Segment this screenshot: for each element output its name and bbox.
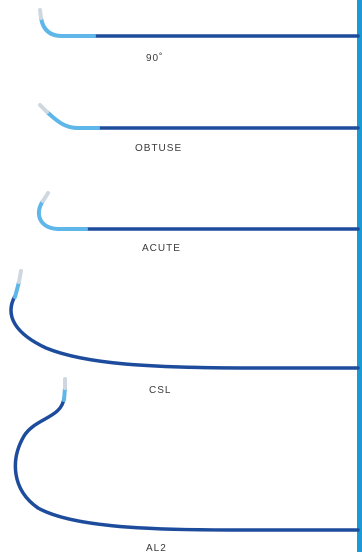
catheter-al2-tip [62,386,67,402]
catheter-csl-tip-end [17,269,23,284]
catheter-obtuse-tip-end [38,103,49,114]
catheter-90 [38,8,360,38]
label-90: 90˚ [146,53,164,64]
catheter-acute [36,191,360,231]
catheter-csl [9,269,360,370]
catheter-al2 [13,377,360,532]
accent-bar [357,0,362,552]
catheter-acute-tip-end [41,191,50,203]
catheter-obtuse [38,103,360,130]
label-acute: ACUTE [142,243,181,254]
catheter-acute-tip [36,199,88,231]
catheter-al2-shaft [13,396,360,532]
catheter-csl-tip [13,280,21,299]
catheter-90-tip [39,16,96,38]
catheter-csl-shaft [9,294,360,370]
label-csl: CSL [149,385,172,396]
label-obtuse: OBTUSE [135,143,183,154]
catheter-90-tip-end [38,8,43,20]
catheter-obtuse-tip [45,110,100,130]
label-al2: AL2 [146,543,167,554]
